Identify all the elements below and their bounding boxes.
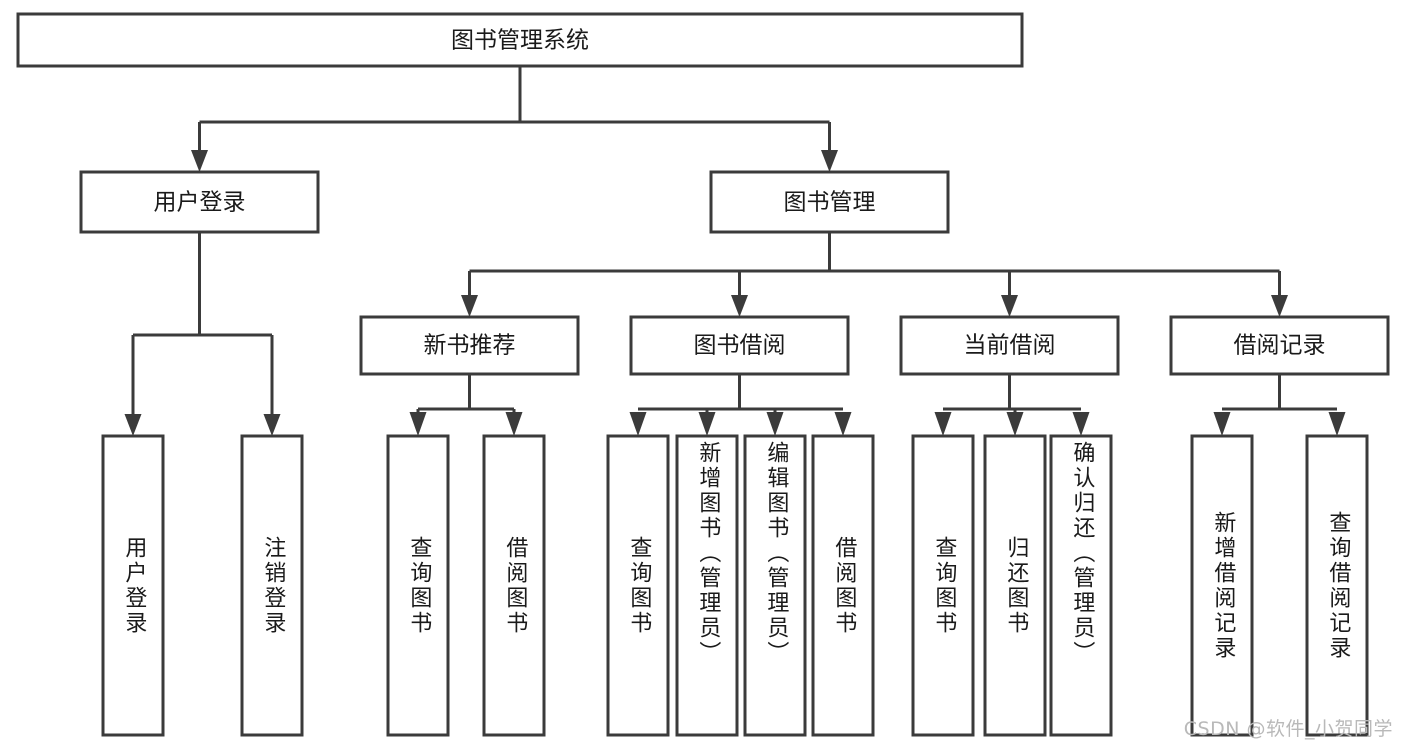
watermark-text: CSDN @软件_小贺同学 xyxy=(1183,718,1393,740)
leaf-add-record-box[interactable] xyxy=(1190,434,1254,737)
arrow-head-leaf-edit-book xyxy=(766,412,784,436)
node-current-borrow-box[interactable] xyxy=(899,315,1120,376)
leaf-query-book-1-box[interactable] xyxy=(386,434,450,737)
connector-group-borrow-record xyxy=(1213,374,1346,436)
leaf-query-book-2-box[interactable] xyxy=(606,434,670,737)
arrow-head-new-book-rec xyxy=(461,295,478,317)
arrow-head-leaf-return-book xyxy=(1006,412,1024,436)
arrow-head-leaf-user-login xyxy=(124,414,142,436)
node-root-label: 图书管理系统 xyxy=(451,28,589,54)
arrow-head-leaf-add-book xyxy=(698,412,716,436)
node-new-book-rec-label: 新书推荐 xyxy=(424,333,516,359)
leaf-query-book-3-box[interactable] xyxy=(911,434,975,737)
connector-group-book-manage xyxy=(461,232,1288,317)
arrow-head-leaf-query-record xyxy=(1328,412,1346,436)
node-book-borrow[interactable]: 图书借阅 xyxy=(629,315,850,376)
arrow-head-leaf-user-logout xyxy=(263,414,281,436)
arrow-head-book-borrow xyxy=(731,295,748,317)
arrow-head-leaf-borrow-book-1 xyxy=(505,412,523,436)
node-new-book-rec[interactable]: 新书推荐 xyxy=(359,315,580,376)
arrow-head-user-login xyxy=(191,150,208,172)
node-book-manage[interactable]: 图书管理 xyxy=(709,170,950,234)
node-book-borrow-label: 图书借阅 xyxy=(694,333,786,359)
node-book-manage-box[interactable] xyxy=(709,170,950,234)
node-user-login-box[interactable] xyxy=(79,170,320,234)
node-current-borrow-label: 当前借阅 xyxy=(964,333,1056,359)
leaf-return-book-box[interactable] xyxy=(983,434,1047,737)
node-user-login[interactable]: 用户登录 xyxy=(79,170,320,234)
connector-group-user-login xyxy=(124,232,281,436)
arrow-head-leaf-query-book-1 xyxy=(409,412,427,436)
arrow-head-borrow-record xyxy=(1271,295,1288,317)
node-root[interactable]: 图书管理系统 xyxy=(16,12,1024,68)
node-current-borrow[interactable]: 当前借阅 xyxy=(899,315,1120,376)
connector-group-current-borrow xyxy=(934,374,1090,436)
node-root-box[interactable] xyxy=(16,12,1024,68)
arrow-head-leaf-borrow-book-2 xyxy=(834,412,852,436)
node-borrow-record[interactable]: 借阅记录 xyxy=(1169,315,1390,376)
leaf-add-book-box[interactable] xyxy=(675,434,739,737)
leaf-borrow-book-1-box[interactable] xyxy=(482,434,546,737)
leaf-user-login-box[interactable] xyxy=(101,434,165,737)
connector-group-new-book-rec xyxy=(409,374,523,436)
leaf-confirm-return-box[interactable] xyxy=(1049,434,1113,737)
node-new-book-rec-box[interactable] xyxy=(359,315,580,376)
leaf-edit-book-box[interactable] xyxy=(743,434,807,737)
arrow-head-leaf-query-book-2 xyxy=(629,412,647,436)
node-user-login-label: 用户登录 xyxy=(154,190,246,216)
arrow-head-leaf-query-book-3 xyxy=(934,412,952,436)
leaf-boxes-group xyxy=(101,434,1369,737)
connector-group-root xyxy=(191,66,838,172)
leaf-query-record-box[interactable] xyxy=(1305,434,1369,737)
arrow-head-current-borrow xyxy=(1001,295,1018,317)
node-book-manage-label: 图书管理 xyxy=(784,190,876,216)
arrow-head-leaf-add-record xyxy=(1213,412,1231,436)
arrow-head-book-manage xyxy=(821,150,838,172)
leaf-user-logout-box[interactable] xyxy=(240,434,304,737)
arrow-head-leaf-confirm-return xyxy=(1072,412,1090,436)
node-book-borrow-box[interactable] xyxy=(629,315,850,376)
connector-group-book-borrow xyxy=(629,374,852,436)
node-borrow-record-label: 借阅记录 xyxy=(1234,333,1326,359)
node-borrow-record-box[interactable] xyxy=(1169,315,1390,376)
leaf-borrow-book-2-box[interactable] xyxy=(811,434,875,737)
